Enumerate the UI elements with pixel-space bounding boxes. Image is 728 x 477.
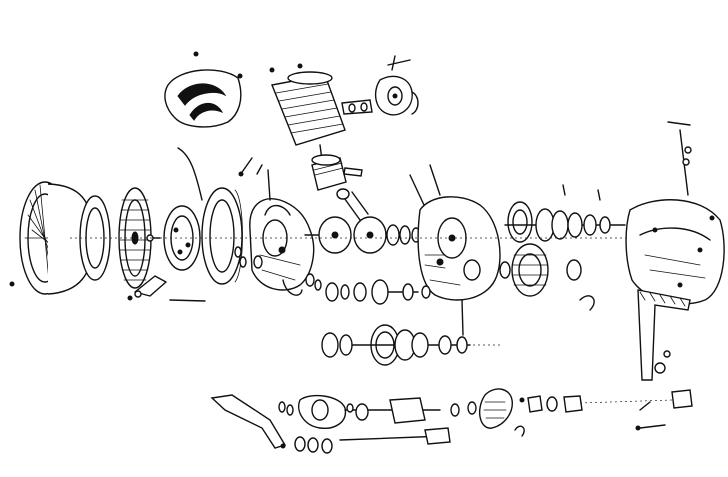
gear-selector-rod xyxy=(667,121,692,196)
right-crankcase-cover xyxy=(625,199,725,305)
cylinder xyxy=(269,63,346,161)
washers-row-lower xyxy=(278,401,477,454)
gear-shift-assembly xyxy=(210,394,460,449)
fan-shroud xyxy=(164,51,243,128)
lower-right-parts xyxy=(635,389,693,431)
kickstart-gear xyxy=(499,243,595,311)
gudgeon-pin xyxy=(343,167,363,177)
clutch-rod xyxy=(238,157,263,177)
bushes-lower xyxy=(527,395,583,413)
crankshaft xyxy=(304,188,401,254)
shaft-row-middle xyxy=(253,255,431,305)
assembly-guide-lines xyxy=(70,237,673,404)
kick-lever-small xyxy=(9,275,206,302)
kickstart-lever xyxy=(637,289,691,381)
clutch-plate xyxy=(177,147,243,285)
main-bearings xyxy=(386,224,421,246)
washers-row-1 xyxy=(234,246,322,291)
gear-cluster-upper xyxy=(504,184,626,243)
carburettor xyxy=(341,55,419,116)
selector-claw xyxy=(478,388,525,437)
clutch-drum xyxy=(146,205,201,271)
center-crankcase xyxy=(409,164,501,336)
piston xyxy=(311,154,347,191)
left-crankcase xyxy=(249,169,315,296)
gear-cluster-lower xyxy=(321,324,471,366)
